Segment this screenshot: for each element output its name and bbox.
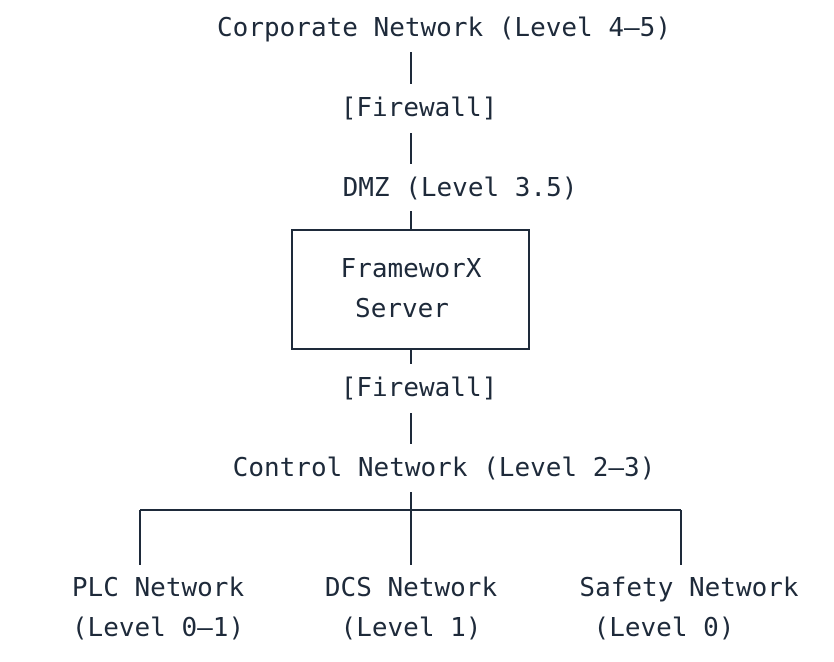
dcs-level-label: (Level 1) xyxy=(340,613,482,643)
control-network-label: Control Network (Level 2–3) xyxy=(232,453,656,483)
plc-network-label: PLC Network xyxy=(71,573,245,603)
plc-level-label: (Level 0–1) xyxy=(71,613,245,643)
firewall-top-label: [Firewall] xyxy=(340,93,498,123)
corporate-network-label: Corporate Network (Level 4–5) xyxy=(217,13,671,43)
dcs-network-label: DCS Network xyxy=(324,573,498,603)
safety-level-label: (Level 0) xyxy=(593,613,735,643)
server-name-label: FrameworX xyxy=(340,254,482,284)
safety-network-label: Safety Network xyxy=(579,573,799,603)
server-box xyxy=(291,229,530,350)
server-type-label: Server xyxy=(355,294,449,324)
dmz-label: DMZ (Level 3.5) xyxy=(342,173,578,203)
firewall-bottom-label: [Firewall] xyxy=(340,373,498,403)
